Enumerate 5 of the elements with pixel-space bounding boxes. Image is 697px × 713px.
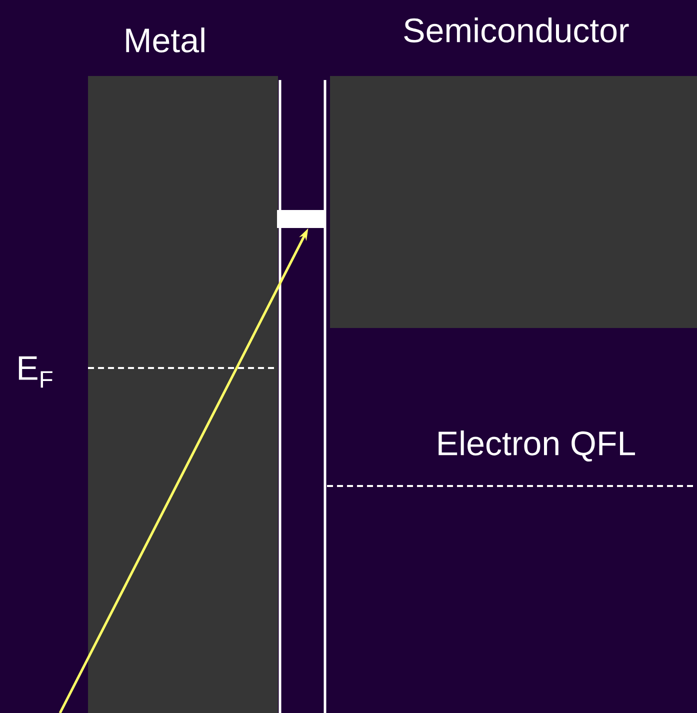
block-heading: Metal [126,28,204,52]
block-heading: Semiconductor [404,18,629,42]
level-label: E$_{F}$ [18,356,52,388]
level-label: Electron QFL [438,430,635,462]
interface-state-bar [277,210,325,228]
